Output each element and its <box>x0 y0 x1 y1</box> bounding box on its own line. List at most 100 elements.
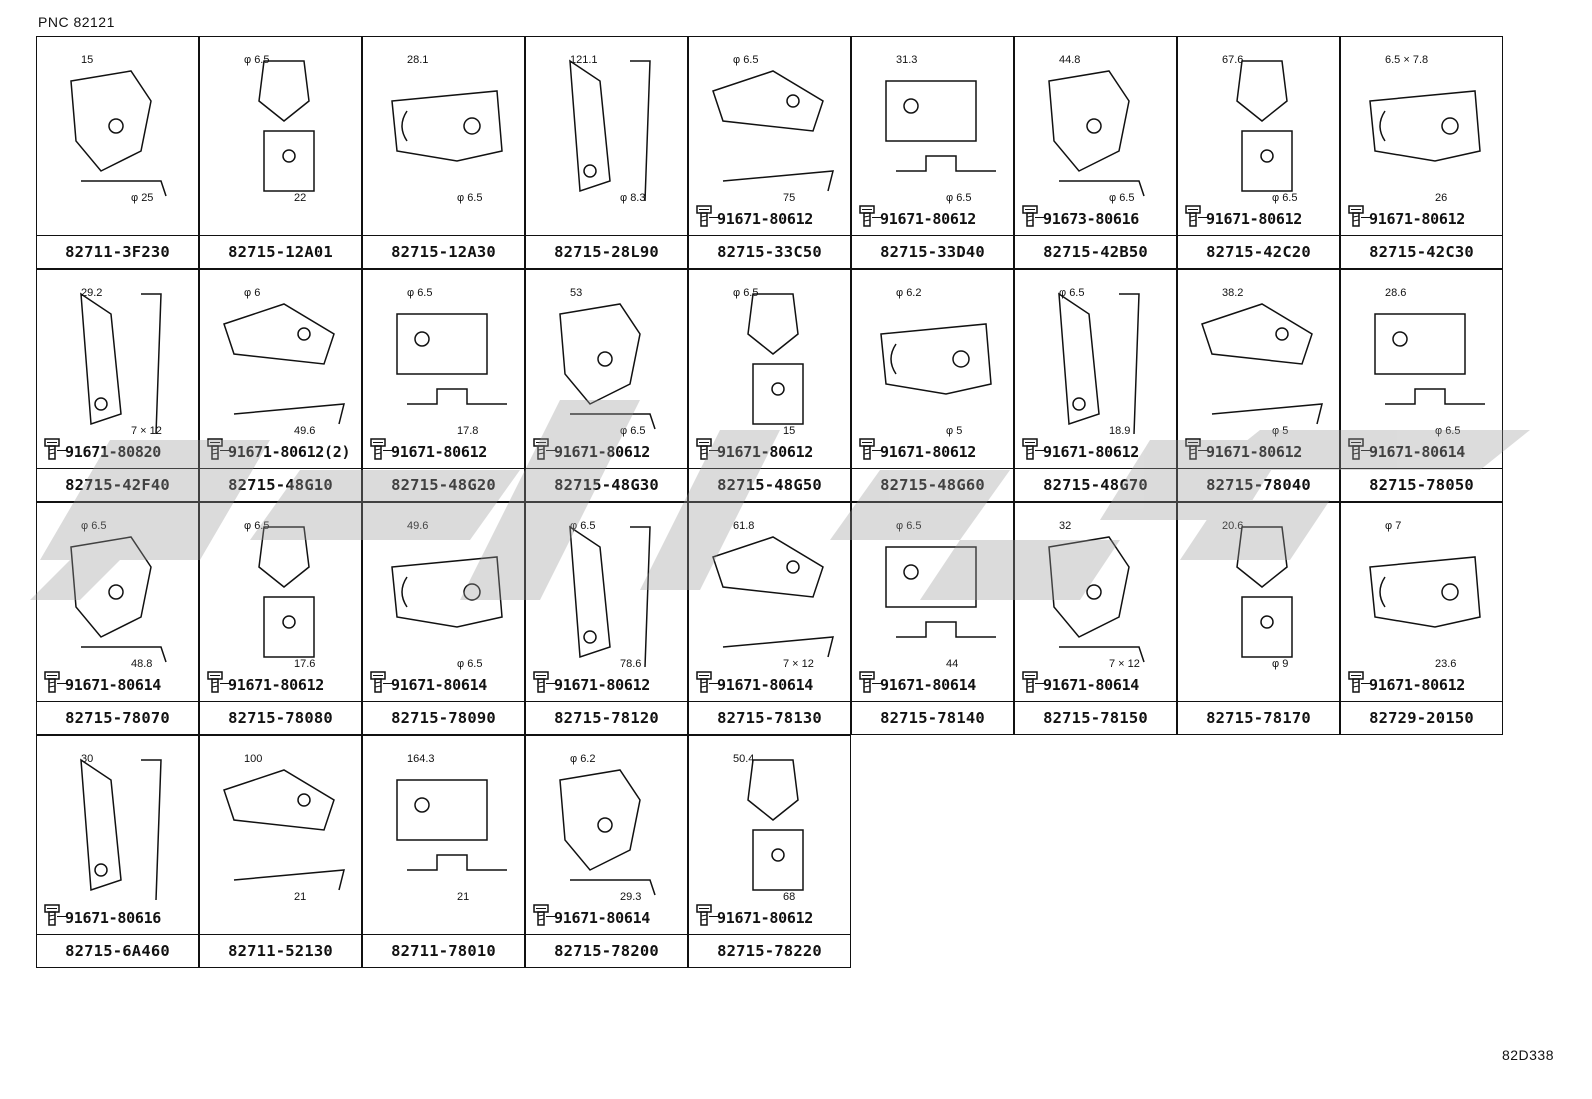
dimension-label: 17.8 <box>457 425 478 437</box>
part-drawing: 29.27 × 12 <box>80 287 162 437</box>
part-number[interactable]: 82715-78140 <box>852 701 1013 734</box>
dimension-label: 21 <box>457 891 469 903</box>
dimension-label: 18.9 <box>1109 425 1130 437</box>
part-number[interactable]: 82715-12A01 <box>200 235 361 268</box>
dimension-label: 61.8 <box>733 520 754 532</box>
part-drawing: φ 649.6 <box>223 287 345 437</box>
bolt-leader-line <box>1198 216 1208 218</box>
part-number[interactable]: 82715-33D40 <box>852 235 1013 268</box>
part-number[interactable]: 82715-48G10 <box>200 468 361 501</box>
dimension-label: φ 6.5 <box>244 54 269 66</box>
dimension-label: 29.3 <box>620 891 641 903</box>
dimension-label: φ 8.3 <box>620 192 645 204</box>
part-number[interactable]: 82715-78120 <box>526 701 687 734</box>
part-number[interactable]: 82715-48G50 <box>689 468 850 501</box>
dimension-label: 22 <box>294 192 306 204</box>
bolt-part-number: 91671-80612 <box>717 443 814 461</box>
part-number[interactable]: 82715-48G30 <box>526 468 687 501</box>
dimension-label: φ 9 <box>1272 658 1288 670</box>
part-number[interactable]: 82715-78130 <box>689 701 850 734</box>
part-number[interactable]: 82715-28L90 <box>526 235 687 268</box>
bolt-icon <box>695 903 717 927</box>
part-number[interactable]: 82715-33C50 <box>689 235 850 268</box>
part-number[interactable]: 82715-78220 <box>689 934 850 967</box>
bolt-part-number: 91671-80616 <box>65 909 162 927</box>
part-number[interactable]: 82715-78070 <box>37 701 198 734</box>
bolt-leader-line <box>1361 449 1371 451</box>
part-number[interactable]: 82715-78040 <box>1178 468 1339 501</box>
part-number[interactable]: 82715-48G60 <box>852 468 1013 501</box>
part-number[interactable]: 82715-78090 <box>363 701 524 734</box>
part-number[interactable]: 82715-42C30 <box>1341 235 1502 268</box>
bolt-leader-line <box>1035 216 1045 218</box>
dimension-label: 53 <box>570 287 582 299</box>
part-number[interactable]: 82715-42C20 <box>1178 235 1339 268</box>
part-number[interactable]: 82711-78010 <box>363 934 524 967</box>
bolt-leader-line <box>57 682 67 684</box>
dimension-label: 100 <box>244 753 262 765</box>
part-number[interactable]: 82715-42F40 <box>37 468 198 501</box>
bolt-part-number: 91671-80612 <box>1369 210 1466 228</box>
bolt-icon <box>1184 437 1206 461</box>
part-number[interactable]: 82715-42B50 <box>1015 235 1176 268</box>
part-drawing: 164.321 <box>396 753 507 903</box>
part-number[interactable]: 82715-78080 <box>200 701 361 734</box>
dimension-label: 15 <box>81 54 93 66</box>
dimension-label: φ 6.5 <box>1059 287 1084 299</box>
part-number[interactable]: 82715-78150 <box>1015 701 1176 734</box>
part-drawing: 44.8φ 6.5 <box>1048 54 1145 204</box>
part-number[interactable]: 82729-20150 <box>1341 701 1502 734</box>
part-number[interactable]: 82711-52130 <box>200 934 361 967</box>
part-number[interactable]: 82715-78050 <box>1341 468 1502 501</box>
part-number[interactable]: 82715-78170 <box>1178 701 1339 734</box>
part-number[interactable]: 82715-12A30 <box>363 235 524 268</box>
dimension-label: φ 6.2 <box>570 753 595 765</box>
dimension-label: φ 5 <box>1272 425 1288 437</box>
part-number[interactable]: 82711-3F230 <box>37 235 198 268</box>
bolt-part-number: 91671-80612 <box>554 443 651 461</box>
bolt-icon <box>1347 204 1369 228</box>
dimension-label: 78.6 <box>620 658 641 670</box>
part-number[interactable]: 82715-6A460 <box>37 934 198 967</box>
bolt-icon <box>858 437 880 461</box>
bolt-part-number: 91671-80614 <box>391 676 488 694</box>
part-number[interactable]: 82715-48G70 <box>1015 468 1176 501</box>
bolt-leader-line <box>383 682 393 684</box>
part-cell[interactable]: φ 6.5 22 82715-12A01 <box>199 36 362 269</box>
part-number[interactable]: 82715-78200 <box>526 934 687 967</box>
part-number[interactable]: 82715-48G20 <box>363 468 524 501</box>
dimension-label: 75 <box>783 192 795 204</box>
